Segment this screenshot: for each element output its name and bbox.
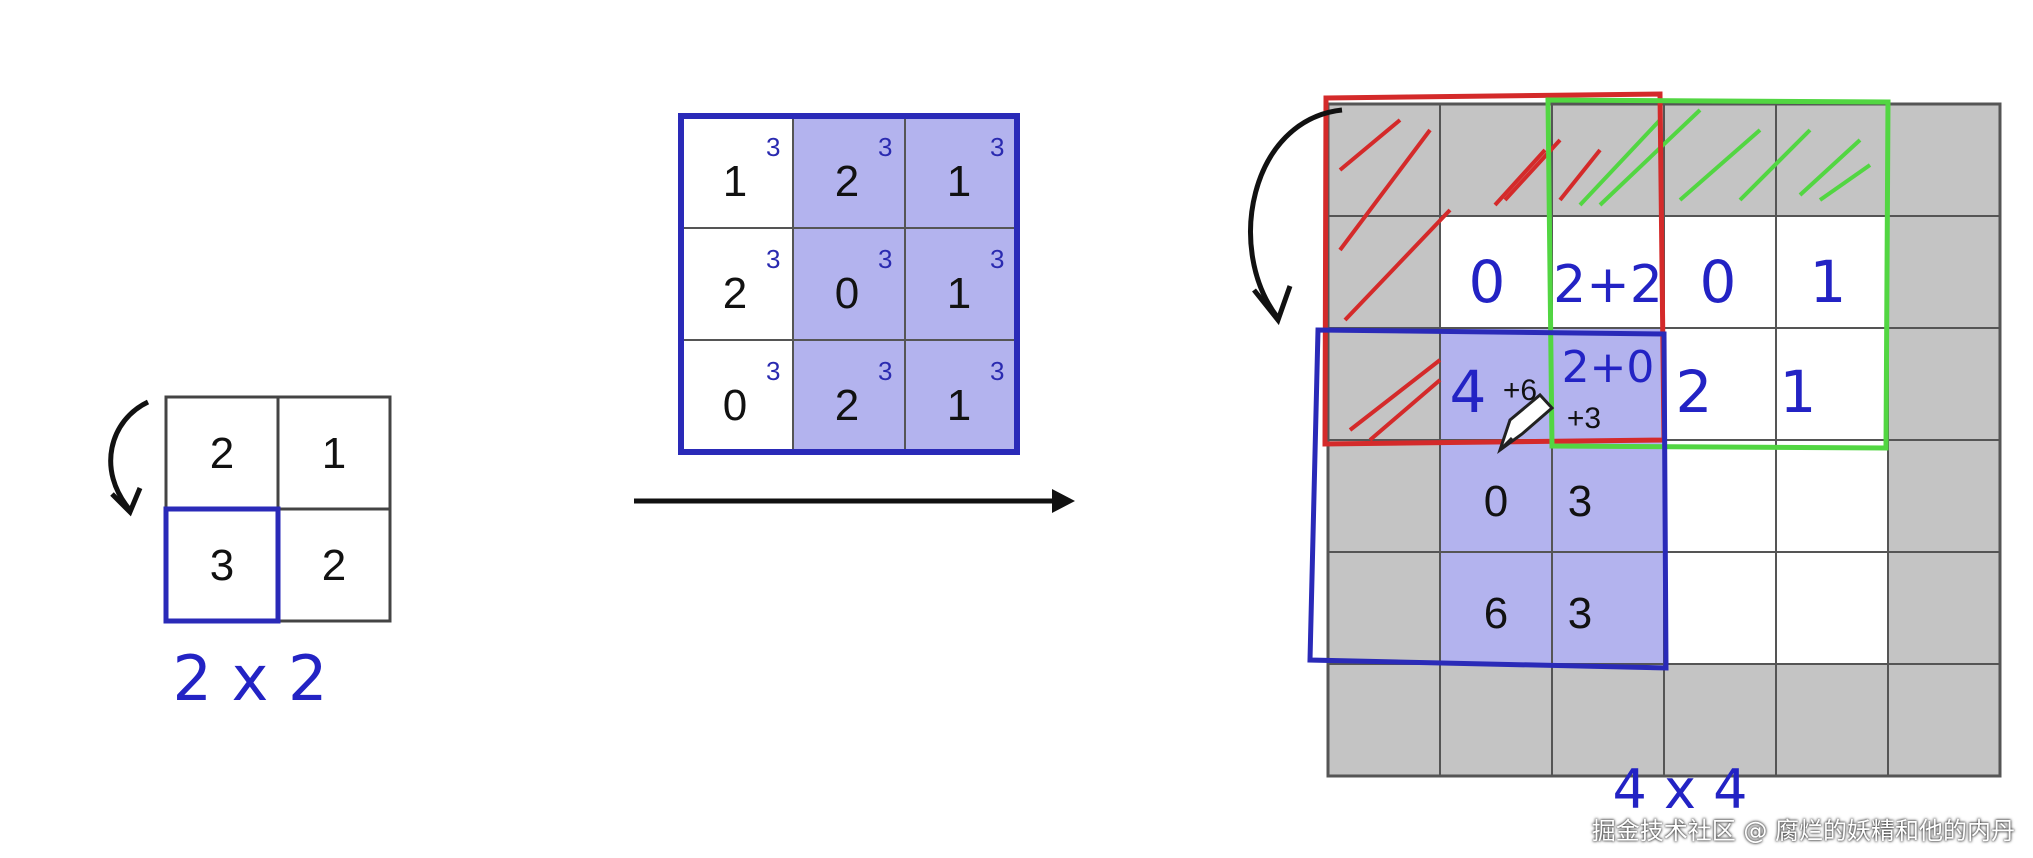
kernel-value: 0 xyxy=(723,381,747,430)
input-cell xyxy=(276,395,392,511)
input-cell xyxy=(164,395,280,511)
red-hatching xyxy=(1338,118,1602,442)
output-value: 1 xyxy=(1810,248,1847,316)
rotate-arrow-icon xyxy=(1248,107,1343,320)
input-value: 3 xyxy=(210,541,234,590)
kernel-superscript: 3 xyxy=(766,356,780,386)
arrowhead-icon xyxy=(1252,285,1293,326)
kernel-value: 1 xyxy=(723,157,747,206)
rotate-arrow-icon xyxy=(108,399,150,512)
kernel-col-white xyxy=(681,116,793,452)
kernel-value: 1 xyxy=(947,157,971,206)
output-size-label: 4 x 4 xyxy=(1613,758,1748,821)
kernel-value: 0 xyxy=(835,269,859,318)
output-value: 3 xyxy=(1568,589,1592,638)
output-grid: 0 2+2 0 1 4 +6 2+0 +3 2 1 0 3 6 3 4 x 4 xyxy=(1248,91,2002,821)
blue-window xyxy=(1307,327,1669,671)
input-highlight xyxy=(163,506,281,624)
arrowhead-icon xyxy=(110,487,143,517)
input-value: 2 xyxy=(322,541,346,590)
kernel-border xyxy=(678,113,1020,455)
kernel-superscript: 3 xyxy=(990,244,1004,274)
kernel-superscript: 3 xyxy=(766,132,780,162)
pen-cursor-icon xyxy=(1497,392,1555,454)
output-value: 0 xyxy=(1469,248,1506,316)
kernel-superscript: 3 xyxy=(990,356,1004,386)
output-value: 4 xyxy=(1450,358,1487,426)
input-value: 2 xyxy=(210,429,234,478)
input-size-label: 2 x 2 xyxy=(173,642,328,715)
input-matrix: 2 1 3 2 2 x 2 xyxy=(108,395,392,715)
output-value: 3 xyxy=(1568,477,1592,526)
output-value: 0 xyxy=(1484,477,1508,526)
output-addend: +3 xyxy=(1567,402,1601,435)
green-hatching xyxy=(1578,108,1872,207)
kernel-superscript: 3 xyxy=(878,244,892,274)
kernel-superscript: 3 xyxy=(878,356,892,386)
kernel-superscript: 3 xyxy=(990,132,1004,162)
kernel-value: 1 xyxy=(947,381,971,430)
output-value: 2 xyxy=(1676,358,1713,426)
kernel-matrix: 1 2 1 2 0 1 0 2 1 3 3 3 3 3 3 3 3 3 xyxy=(678,113,1020,455)
kernel-value: 1 xyxy=(947,269,971,318)
watermark: 掘金技术社区 @ 腐烂的妖精和他的内丹 xyxy=(1591,817,2015,845)
output-value: 0 xyxy=(1700,248,1737,316)
kernel-value: 2 xyxy=(835,157,859,206)
input-value: 1 xyxy=(322,429,346,478)
kernel-value: 2 xyxy=(835,381,859,430)
arrow-right-icon xyxy=(1052,489,1075,513)
output-border xyxy=(1326,102,2002,778)
output-value: 1 xyxy=(1780,358,1817,426)
output-value: 6 xyxy=(1484,589,1508,638)
input-cell xyxy=(276,507,392,623)
kernel-superscript: 3 xyxy=(766,244,780,274)
kernel-value: 2 xyxy=(723,269,747,318)
kernel-superscript: 3 xyxy=(878,132,892,162)
output-value: 2+2 xyxy=(1553,255,1663,315)
output-value: 2+0 xyxy=(1562,342,1655,393)
